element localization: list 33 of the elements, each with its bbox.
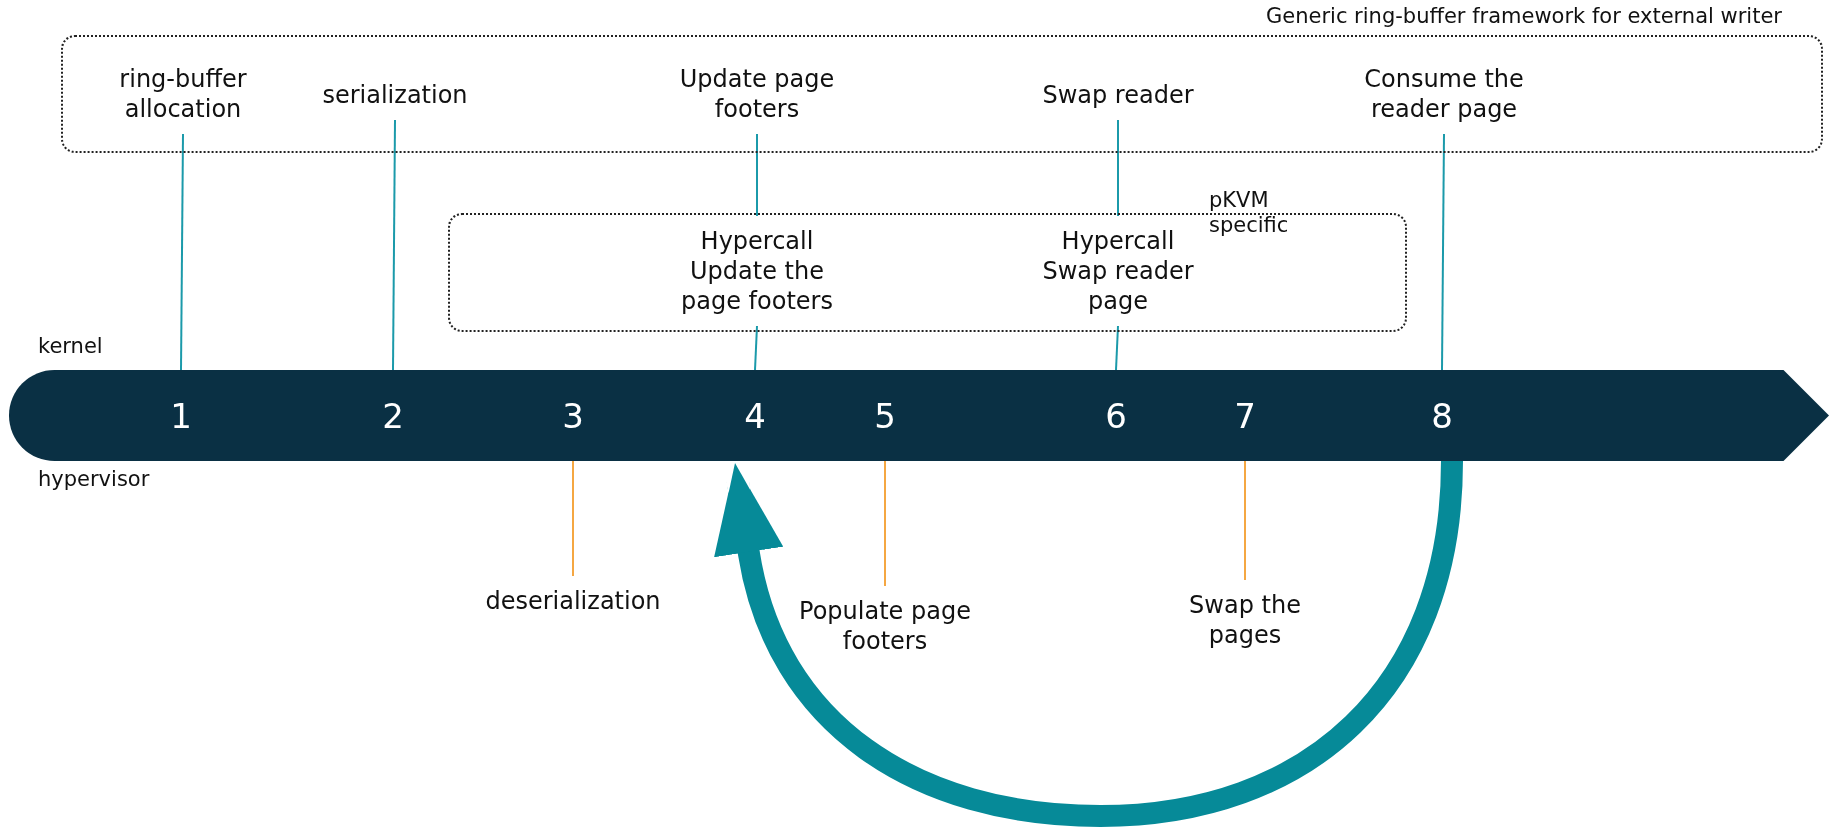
leader-line — [884, 460, 886, 587]
step-number: 5 — [857, 370, 913, 461]
step-label: Hypercall — [699, 226, 815, 256]
step-label: Update page footers — [647, 64, 867, 124]
step-label: deserialization — [453, 586, 693, 616]
step-label: Consume the reader page — [1334, 64, 1554, 124]
step-label: Hypercall — [1060, 226, 1176, 256]
step-label: Update the page footers — [680, 256, 834, 316]
leader-line — [180, 133, 184, 371]
leader-line — [754, 325, 758, 371]
side-label: hypervisor — [38, 467, 150, 491]
step-number: 7 — [1217, 370, 1273, 461]
frame-heading: pKVM specific — [1209, 188, 1290, 239]
step-number: 4 — [727, 370, 783, 461]
step-label: Swap reader page — [1041, 256, 1195, 316]
step-number: 1 — [153, 370, 209, 461]
leader-line — [1117, 119, 1119, 217]
step-number: 3 — [545, 370, 601, 461]
leader-line — [1441, 133, 1445, 371]
leader-line — [756, 133, 758, 217]
step-label: Swap the pages — [1160, 590, 1330, 650]
side-label: kernel — [38, 334, 103, 358]
step-label: Swap reader — [1008, 80, 1228, 110]
leader-line — [572, 460, 574, 577]
step-number: 6 — [1088, 370, 1144, 461]
leader-line — [1244, 460, 1246, 581]
leader-line — [1115, 325, 1119, 371]
leader-line — [392, 119, 396, 371]
step-number: 8 — [1414, 370, 1470, 461]
curved-arrow — [714, 460, 1463, 827]
frame-heading: Generic ring-buffer framework for external writer — [1266, 4, 1783, 30]
step-label: Populate page footers — [775, 596, 995, 656]
step-number: 2 — [365, 370, 421, 461]
